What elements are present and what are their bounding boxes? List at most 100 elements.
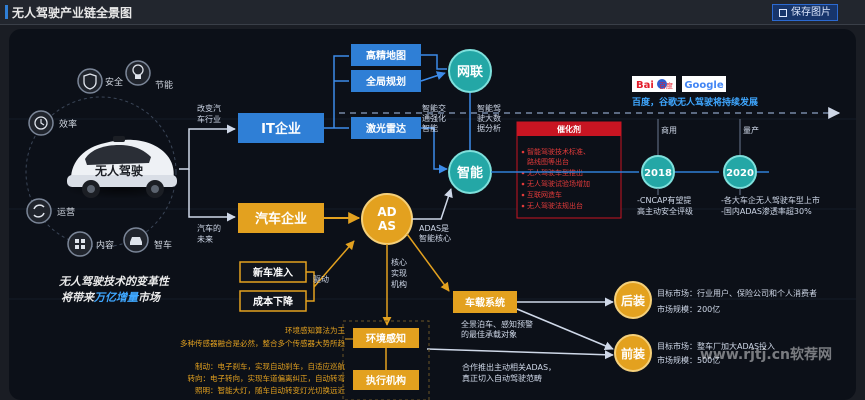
lidar-to-smart	[421, 127, 448, 174]
adas-to-vehicle-system	[406, 233, 450, 292]
save-image-button[interactable]: 保存图片	[772, 4, 838, 21]
svg-text:Google: Google	[684, 80, 724, 91]
car-icon	[130, 237, 142, 245]
clock-icon	[34, 116, 48, 130]
smart-note-1: 智能交	[422, 103, 446, 113]
adas-core-note-2: 智能核心	[419, 233, 451, 243]
timeline-node-2018: 2018	[641, 155, 675, 189]
svg-text:成本下降: 成本下降	[253, 295, 294, 308]
svg-text:催化剂: 催化剂	[557, 124, 581, 134]
svg-text:汽车企业: 汽车企业	[255, 211, 307, 227]
it-to-subnodes-lines	[324, 55, 349, 129]
adas-core-note-1: ADAS是	[419, 224, 449, 233]
vehicle-to-oem	[516, 308, 614, 351]
svg-text:Bai: Bai	[636, 80, 654, 91]
core-tech-2: 实现	[391, 268, 407, 278]
drivers-to-adas	[306, 241, 354, 302]
drive-label: 驱动	[313, 274, 329, 284]
svg-text:后装: 后装	[621, 293, 645, 308]
node-global-planning: 全局规划	[351, 70, 421, 92]
svg-text:智能: 智能	[457, 165, 483, 181]
node-perception: 环境感知	[353, 328, 419, 348]
timeline-tag-commercial: 商用	[661, 125, 677, 135]
diagram-panel: 无人驾驶 安全 节能 效率 运营 内容 智车 无人驾驶技术的变革性 将带来万亿	[9, 29, 856, 400]
google-logo: Google	[682, 76, 726, 92]
svg-text:环境感知: 环境感知	[366, 332, 406, 345]
save-icon	[779, 8, 787, 17]
adas-to-smart	[412, 188, 453, 220]
feature-energy: 节能	[125, 60, 173, 91]
feature-operation: 运营	[26, 198, 75, 224]
feature-label-content: 内容	[96, 239, 114, 251]
timeline-headline: 百度，谷歌无人驾驶将持续发展	[632, 96, 758, 108]
recycle-icon	[33, 204, 45, 218]
catalyst-item-regulation: 无人驾驶法规出台	[527, 201, 583, 210]
svg-text:2020: 2020	[726, 168, 754, 179]
svg-text:全局规划: 全局规划	[365, 75, 406, 88]
cooperate-note-1: 合作推出主动相关ADAS，	[462, 362, 556, 372]
timeline-note-2018-1: -CNCAP有望提	[637, 195, 691, 205]
core-tech-3: 机构	[391, 279, 407, 289]
svg-text:前装: 前装	[621, 346, 645, 361]
bigdata-note-1: 智能驾	[477, 103, 501, 113]
node-cost-down: 成本下降	[239, 290, 307, 312]
node-it-enterprise: IT企业	[238, 113, 324, 143]
car-label: 无人驾驶	[94, 163, 143, 178]
subnodes-to-internet	[420, 54, 447, 81]
svg-text:网联: 网联	[457, 65, 483, 80]
node-internet: 网联	[448, 49, 492, 93]
svg-text:百度: 百度	[659, 81, 673, 90]
tagline-line2: 将带来万亿增量市场	[61, 291, 162, 304]
perception-note-2: 多种传感器融合是必然，整合多个传感器大势所趋	[180, 338, 345, 348]
aftermarket-size: 市场规模：200亿	[657, 304, 720, 314]
watermark: www.rjtj.cn软荐网	[700, 346, 832, 363]
svg-text:AS: AS	[378, 219, 396, 233]
catalyst-panel: 催化剂 智能驾驶技术标准、 路线图等出台 无人驾驶车型推出 无人驾驶试验场增加 …	[516, 121, 622, 219]
cooperate-note-2: 真正切入自动驾驶范畴	[462, 373, 542, 383]
feature-label-efficiency: 效率	[59, 118, 77, 130]
smart-note-2: 通强化	[422, 113, 446, 123]
catalyst-item-testing: 无人驾驶试验场增加	[527, 179, 590, 188]
shield-icon	[83, 73, 97, 90]
catalyst-item-internet-car: 互联网造车	[527, 190, 562, 199]
timeline-node-2020: 2020	[723, 155, 757, 189]
svg-text:激光雷达: 激光雷达	[366, 122, 406, 135]
feature-label-energy: 节能	[155, 79, 173, 91]
header-bar: 无人驾驶产业链全景图 保存图片	[0, 0, 865, 25]
node-new-car-access: 新车准入	[239, 261, 307, 283]
actuator-to-oem	[426, 348, 614, 360]
catalyst-item-roadmap: 路线图等出台	[527, 157, 569, 166]
node-hd-map: 高精地图	[351, 44, 421, 66]
tech-frame	[342, 320, 430, 400]
title-accent	[5, 5, 8, 19]
feature-label-operation: 运营	[57, 206, 75, 218]
aftermarket-target: 目标市场：行业用户、保险公司和个人消费者	[657, 288, 817, 298]
autonomous-car-illustration	[67, 136, 177, 198]
catalyst-item-standards: 智能驾驶技术标准、	[527, 147, 590, 156]
branch-it-arrow	[179, 124, 236, 170]
oem-target: 目标市场：整车厂加大ADAS投入	[657, 341, 775, 351]
node-lidar: 激光雷达	[351, 117, 421, 139]
feature-label-smart-car: 智车	[154, 239, 172, 251]
tagline-line1: 无人驾驶技术的变革性	[58, 275, 171, 288]
node-auto-enterprise: 汽车企业	[238, 203, 324, 233]
vehicle-note-1: 全景泊车、感知预警	[461, 319, 533, 329]
feature-smart-car: 智车	[123, 227, 172, 253]
timeline-note-2020-1: -各大车企无人驾驶车型上市	[721, 195, 820, 205]
save-button-label: 保存图片	[791, 7, 831, 18]
branch-auto-arrow	[188, 169, 236, 222]
svg-text:AD: AD	[377, 205, 396, 219]
smart-note-3: 智能	[422, 123, 438, 133]
page-title: 无人驾驶产业链全景图	[12, 6, 133, 20]
background-grid	[9, 118, 856, 300]
svg-text:高精地图: 高精地图	[366, 49, 406, 62]
svg-text:2018: 2018	[644, 168, 672, 179]
branch-auto-label-1: 汽车的	[197, 223, 221, 233]
branch-auto-label-2: 未来	[197, 234, 213, 244]
svg-text:执行机构: 执行机构	[366, 374, 406, 387]
svg-text:车载系统: 车载系统	[465, 296, 505, 309]
feature-efficiency: 效率	[28, 110, 77, 136]
svg-text:新车准入: 新车准入	[253, 266, 293, 279]
vehicle-note-2: 的最佳承载对象	[461, 329, 517, 339]
core-tech-1: 核心	[391, 257, 407, 267]
